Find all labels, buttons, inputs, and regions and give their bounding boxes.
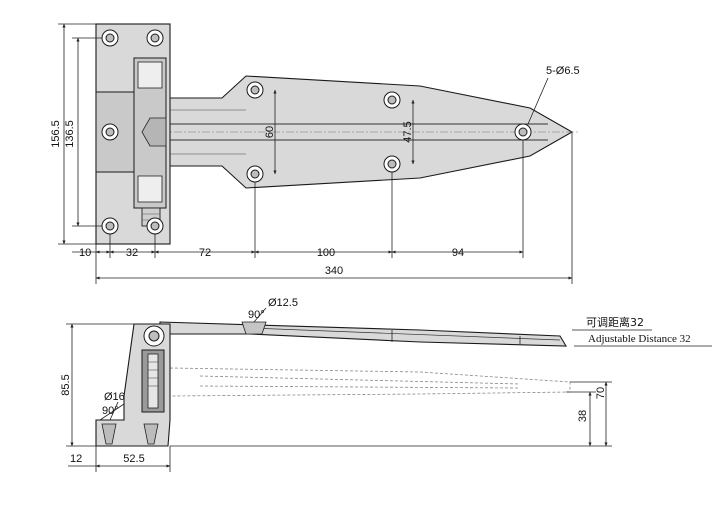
ghost-leaf-position: [169, 367, 571, 397]
dim-inner-height: 136.5: [64, 120, 76, 148]
dim-base-width: 52.5: [123, 453, 144, 465]
dim-side-height: 85.5: [60, 374, 72, 395]
dim-32: 32: [126, 247, 138, 259]
angle-top: 90°: [248, 309, 265, 321]
dim-12: 12: [70, 453, 82, 465]
dim-72: 72: [199, 247, 211, 259]
adjustable-distance-cn: 可调距离32: [586, 315, 644, 329]
angle-bottom: 90°: [102, 405, 119, 417]
base-mounting-holes: [101, 29, 164, 235]
side-leaf: [159, 321, 567, 347]
dim-hole-spacing-47-5: 47.5: [402, 121, 414, 142]
dim-total-length: 340: [325, 265, 343, 277]
adjustable-distance-en: Adjustable Distance 32: [588, 333, 691, 345]
leaf-mounting-holes: [246, 81, 532, 183]
dim-100: 100: [317, 247, 335, 259]
top-view: 5-Ø6.5 156.5 136.5 60 47.5 10 32 72: [50, 23, 580, 284]
dim-overall-height: 156.5: [50, 120, 62, 148]
dim-diameter-top: Ø12.5: [268, 297, 298, 309]
dim-94: 94: [452, 247, 464, 259]
dim-hole-spacing-60: 60: [264, 126, 276, 138]
dim-38: 38: [577, 410, 589, 422]
dim-70: 70: [595, 387, 607, 399]
side-view: Ø12.5 90° Ø16 90° 可调距离32 Adjustable Dist…: [60, 297, 712, 472]
dim-10: 10: [79, 247, 91, 259]
dim-diameter-pin: Ø16: [104, 391, 125, 403]
hole-callout: 5-Ø6.5: [546, 65, 580, 77]
